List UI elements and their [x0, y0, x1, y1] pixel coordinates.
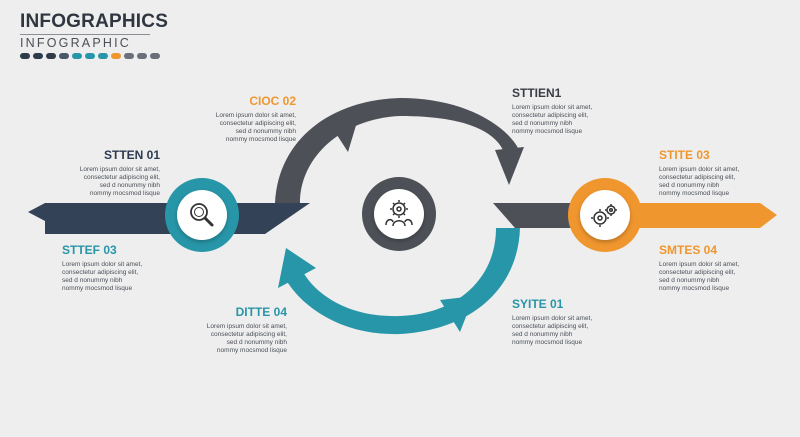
step-text: Lorem ipsum dolor sit amet, consectetur … — [659, 166, 740, 197]
bottom-arc-arrowhead-right — [440, 296, 474, 332]
step-heading: STITE 03 — [659, 148, 710, 162]
step-heading: SYITE 01 — [512, 297, 564, 311]
palette-dot — [85, 53, 95, 59]
step-text: Lorem ipsum dolor sit amet, consectetur … — [659, 261, 740, 292]
page-title: INFOGRAPHICS — [20, 11, 169, 32]
step-heading: STTEF 03 — [62, 243, 117, 257]
palette-dot — [98, 53, 108, 59]
step-text: Lorem ipsum dolor sit amet, consectetur … — [512, 315, 593, 346]
palette-dot — [137, 53, 147, 59]
bottom-arc-arrowhead-left — [278, 248, 316, 288]
palette-dot — [111, 53, 121, 59]
step-text: Lorem ipsum dolor sit amet, consectetur … — [62, 261, 143, 292]
step-text: Lorem ipsum dolor sit amet, consectetur … — [79, 166, 160, 197]
step-left-top: STTEN 01 Lorem ipsum dolor sit amet, con… — [10, 148, 160, 198]
palette-dot — [20, 53, 30, 59]
palette-dot — [150, 53, 160, 59]
palette-dot — [59, 53, 69, 59]
page-subtitle: INFOGRAPHIC — [20, 36, 132, 50]
center-node-face — [374, 189, 424, 239]
step-text: Lorem ipsum dolor sit amet, consectetur … — [512, 104, 593, 135]
palette-dot — [33, 53, 43, 59]
step-top-right: STTIEN1 Lorem ipsum dolor sit amet, cons… — [512, 86, 662, 136]
title-divider — [20, 34, 150, 35]
palette-dots — [20, 53, 160, 59]
team-gear-icon — [385, 200, 413, 227]
step-bottom-left: DITTE 04 Lorem ipsum dolor sit amet, con… — [137, 305, 287, 355]
step-text: Lorem ipsum dolor sit amet, consectetur … — [206, 323, 287, 354]
step-heading: STTEN 01 — [103, 148, 160, 162]
top-arc-arrowhead-left — [326, 112, 360, 152]
step-heading: STTIEN1 — [512, 86, 562, 100]
palette-dot — [46, 53, 56, 59]
step-right-bottom: SMTES 04 Lorem ipsum dolor sit amet, con… — [659, 243, 800, 293]
step-bottom-right: SYITE 01 Lorem ipsum dolor sit amet, con… — [512, 297, 662, 347]
step-heading: SMTES 04 — [659, 243, 718, 257]
step-heading: CIOC 02 — [249, 94, 296, 108]
step-top-left: CIOC 02 Lorem ipsum dolor sit amet, cons… — [146, 94, 296, 144]
gears-icon — [591, 204, 617, 227]
step-text: Lorem ipsum dolor sit amet, consectetur … — [215, 112, 296, 143]
step-right-top: STITE 03 Lorem ipsum dolor sit amet, con… — [659, 148, 800, 198]
palette-dot — [124, 53, 134, 59]
palette-dot — [72, 53, 82, 59]
magnifier-icon — [190, 203, 214, 227]
step-heading: DITTE 04 — [235, 305, 287, 319]
step-left-bottom: STTEF 03 Lorem ipsum dolor sit amet, con… — [62, 243, 212, 293]
top-arc-arrowhead-right — [495, 147, 524, 185]
